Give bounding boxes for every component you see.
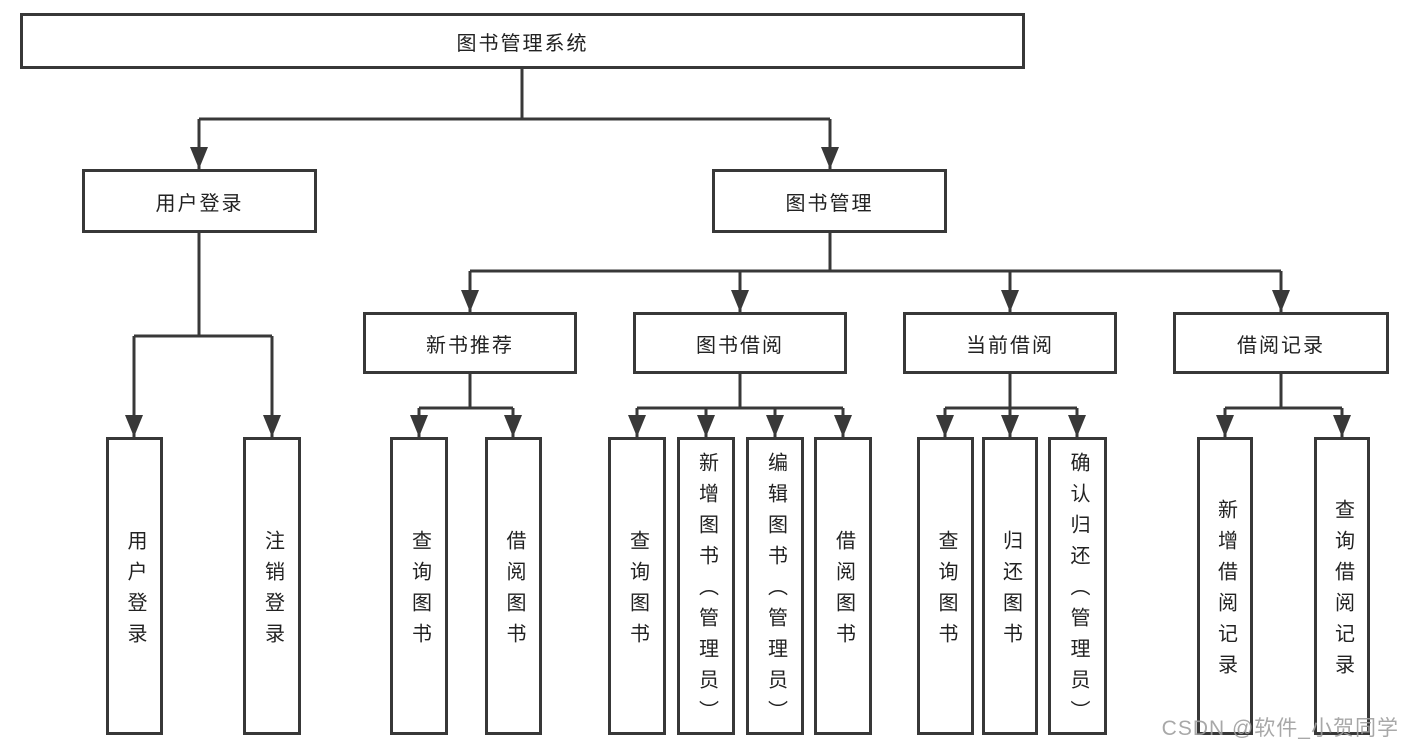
leaf-query-books-recommend-label: 查询图书 <box>408 529 431 654</box>
leaf-query-books-recommend: 查询图书 <box>390 437 448 735</box>
leaf-add-borrow-record: 新增借阅记录 <box>1197 437 1253 735</box>
leaf-query-books-borrowing: 查询图书 <box>608 437 666 735</box>
leaf-query-books-current: 查询图书 <box>917 437 974 735</box>
leaf-query-borrow-record: 查询借阅记录 <box>1314 437 1370 735</box>
leaf-user-login: 用户登录 <box>106 437 163 735</box>
leaf-edit-book-admin-label: 编辑图书（管理员） <box>764 452 787 731</box>
leaf-logout-label: 注销登录 <box>261 529 284 654</box>
leaf-logout: 注销登录 <box>243 437 301 735</box>
leaf-user-login-label: 用户登录 <box>124 529 146 654</box>
node-new-book-recommend-label: 新书推荐 <box>426 334 514 357</box>
csdn-watermark: CSDN @软件_小贺同学 <box>1161 717 1399 740</box>
leaf-borrow-books-recommend-label: 借阅图书 <box>503 529 525 654</box>
leaf-add-book-admin: 新增图书（管理员） <box>677 437 735 735</box>
leaf-borrow-books-borrowing: 借阅图书 <box>814 437 872 735</box>
node-user-login: 用户登录 <box>82 169 317 233</box>
node-borrow-records: 借阅记录 <box>1173 312 1389 374</box>
node-borrow-records-label: 借阅记录 <box>1237 334 1325 357</box>
leaf-query-books-current-label: 查询图书 <box>935 529 957 654</box>
node-book-management-label: 图书管理 <box>785 192 874 215</box>
leaf-add-borrow-record-label: 新增借阅记录 <box>1214 498 1237 685</box>
node-new-book-recommend: 新书推荐 <box>363 312 577 374</box>
node-root-label: 图书管理系统 <box>456 32 589 55</box>
leaf-edit-book-admin: 编辑图书（管理员） <box>746 437 804 735</box>
leaf-borrow-books-recommend: 借阅图书 <box>485 437 542 735</box>
leaf-confirm-return-admin-label: 确认归还（管理员） <box>1067 452 1089 731</box>
node-book-management: 图书管理 <box>712 169 947 233</box>
leaf-confirm-return-admin: 确认归还（管理员） <box>1048 437 1107 735</box>
node-user-login-label: 用户登录 <box>155 192 244 215</box>
leaf-add-book-admin-label: 新增图书（管理员） <box>695 452 718 731</box>
leaf-query-borrow-record-label: 查询借阅记录 <box>1331 498 1354 685</box>
node-root: 图书管理系统 <box>20 13 1025 69</box>
node-current-borrowing: 当前借阅 <box>903 312 1117 374</box>
leaf-return-book: 归还图书 <box>982 437 1038 735</box>
leaf-borrow-books-borrowing-label: 借阅图书 <box>832 529 855 654</box>
node-current-borrowing-label: 当前借阅 <box>966 334 1054 357</box>
node-book-borrowing: 图书借阅 <box>633 312 847 374</box>
leaf-query-books-borrowing-label: 查询图书 <box>626 529 649 654</box>
node-book-borrowing-label: 图书借阅 <box>696 334 784 357</box>
leaf-return-book-label: 归还图书 <box>999 529 1022 654</box>
